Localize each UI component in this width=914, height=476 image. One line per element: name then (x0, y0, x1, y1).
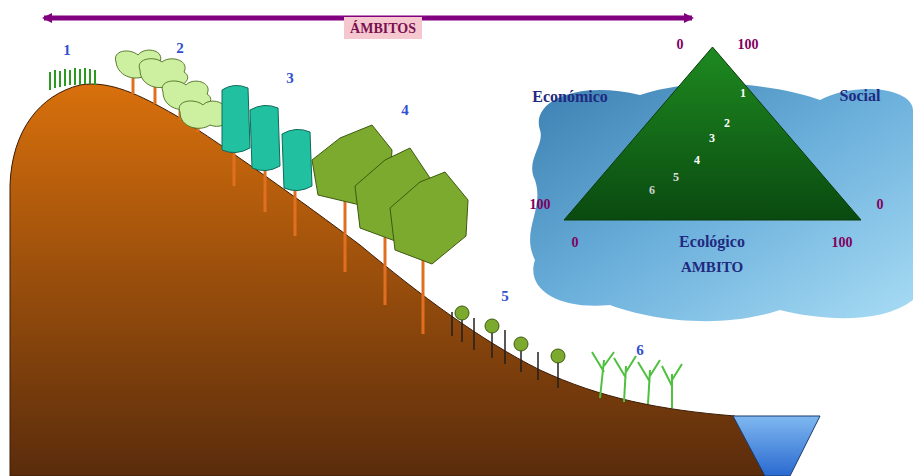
title-text: ÁMBITOS (350, 21, 416, 36)
scope-cloud: Económico SocialEcológicoAMBITO 1 234 5 6 (520, 70, 913, 325)
zone-number: 1 (63, 43, 71, 58)
zone-number: 2 (176, 41, 184, 56)
teal-trees (222, 85, 312, 236)
ternary-triangle: 1 234 5 6 (563, 45, 862, 222)
water-channel (733, 416, 820, 476)
zone-number: 3 (286, 71, 294, 86)
triangle-number: 2 (724, 117, 730, 129)
title-box: ÁMBITOS (344, 17, 422, 39)
scope-label: AMBITO (681, 260, 743, 275)
zone-number: 5 (501, 289, 509, 304)
triangle-number: 4 (694, 154, 700, 166)
scale-number: 100 (530, 198, 551, 212)
grass (50, 68, 95, 90)
triangle-number: 5 (673, 171, 679, 183)
scale-number: 0 (677, 38, 684, 52)
scale-number: 0 (877, 198, 884, 212)
scale-number: 100 (738, 38, 759, 52)
triangle-number: 3 (709, 132, 715, 144)
saplings (452, 306, 565, 388)
triangle-number: 6 (649, 184, 655, 196)
shrub-trees (115, 50, 227, 132)
scale-number: 100 (832, 236, 853, 250)
triangle-number: 1 (740, 87, 746, 99)
large-trees (312, 125, 468, 334)
zone-number: 4 (401, 103, 409, 118)
axis-label: Económico (532, 89, 608, 105)
zone-number: 6 (636, 343, 644, 358)
cane-plants (592, 352, 682, 408)
axis-label: Social (840, 88, 881, 104)
axis-label: Ecológico (679, 234, 745, 250)
scale-number: 0 (572, 236, 579, 250)
